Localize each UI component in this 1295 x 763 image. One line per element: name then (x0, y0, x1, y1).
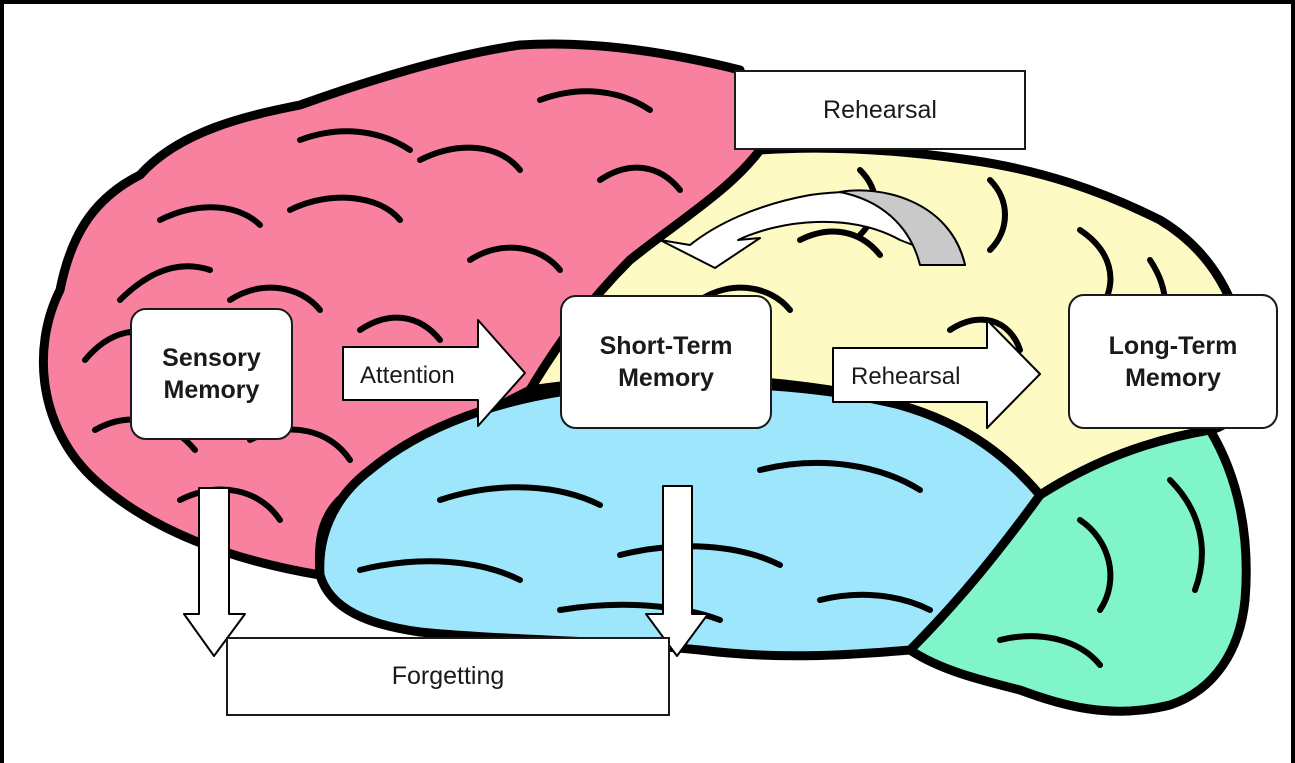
brain-folds (82, 88, 1205, 668)
rehearsal-box: Rehearsal (734, 70, 1026, 150)
attention-arrow (342, 319, 526, 427)
attention-label: Attention (360, 362, 455, 389)
sensory-forgetting-arrow (183, 487, 246, 657)
rehearsal-label: Rehearsal (851, 363, 961, 390)
sensory-memory-node: Sensory Memory (130, 308, 293, 440)
forgetting-box: Forgetting (226, 637, 670, 716)
frame-right (1291, 0, 1295, 763)
stm-forgetting-arrow (645, 485, 709, 657)
rehearsal-arrow (832, 319, 1041, 429)
short-term-memory-node: Short-Term Memory (560, 295, 772, 429)
frame-top (0, 0, 1295, 4)
rehearsal-loop-shade (839, 189, 966, 266)
frame-left (0, 0, 4, 763)
long-term-memory-node: Long-Term Memory (1068, 294, 1278, 429)
